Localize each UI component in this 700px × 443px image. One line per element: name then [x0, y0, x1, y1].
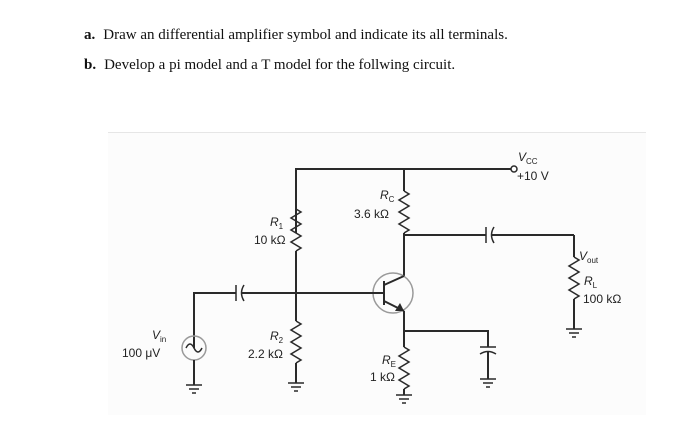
resistor-rc [397, 169, 411, 276]
rl-label: RL [584, 274, 598, 290]
r2-value: 2.2 kΩ [248, 347, 283, 361]
r2-label: R2 [270, 329, 284, 345]
resistor-re [396, 346, 412, 404]
question-a-text: Draw an differential amplifier symbol an… [103, 27, 508, 43]
rc-label: RC [380, 188, 395, 204]
r1-label: R1 [270, 215, 284, 231]
r1-value: 10 kΩ [254, 233, 286, 247]
question-b-letter: b. [84, 57, 97, 73]
input-coupling-capacitor [193, 284, 296, 348]
resistor-r1 [289, 208, 303, 293]
circuit-figure: VCC +10 V RC 3.6 kΩ R1 10 kΩ R2 2.2 kΩ R… [108, 132, 646, 415]
re-label: RE [382, 353, 396, 369]
transistor-npn [296, 272, 414, 314]
rc-value: 3.6 kΩ [354, 207, 389, 221]
vin-label: Vin [152, 328, 166, 344]
resistor-r2 [288, 293, 304, 392]
vcc-rail [295, 165, 518, 233]
vcc-label: VCC [518, 150, 538, 166]
vout-label: Vout [579, 249, 599, 265]
rl-value: 100 kΩ [583, 292, 621, 306]
resistor-rl [566, 235, 582, 338]
re-value: 1 kΩ [370, 370, 395, 384]
bypass-capacitor [479, 346, 497, 388]
question-b-text: Develop a pi model and a T model for the… [104, 57, 456, 73]
emitter-node [403, 311, 489, 347]
question-a: a. Draw an differential amplifier symbol … [84, 27, 508, 44]
question-b: b. Develop a pi model and a T model for t… [84, 57, 455, 74]
vin-value: 100 μV [122, 346, 160, 360]
circuit-diagram: VCC +10 V RC 3.6 kΩ R1 10 kΩ R2 2.2 kΩ R… [122, 150, 621, 404]
vcc-value: +10 V [517, 169, 549, 183]
question-a-letter: a. [84, 27, 96, 43]
ac-source-vin [181, 335, 207, 394]
output-coupling-capacitor [404, 226, 574, 244]
